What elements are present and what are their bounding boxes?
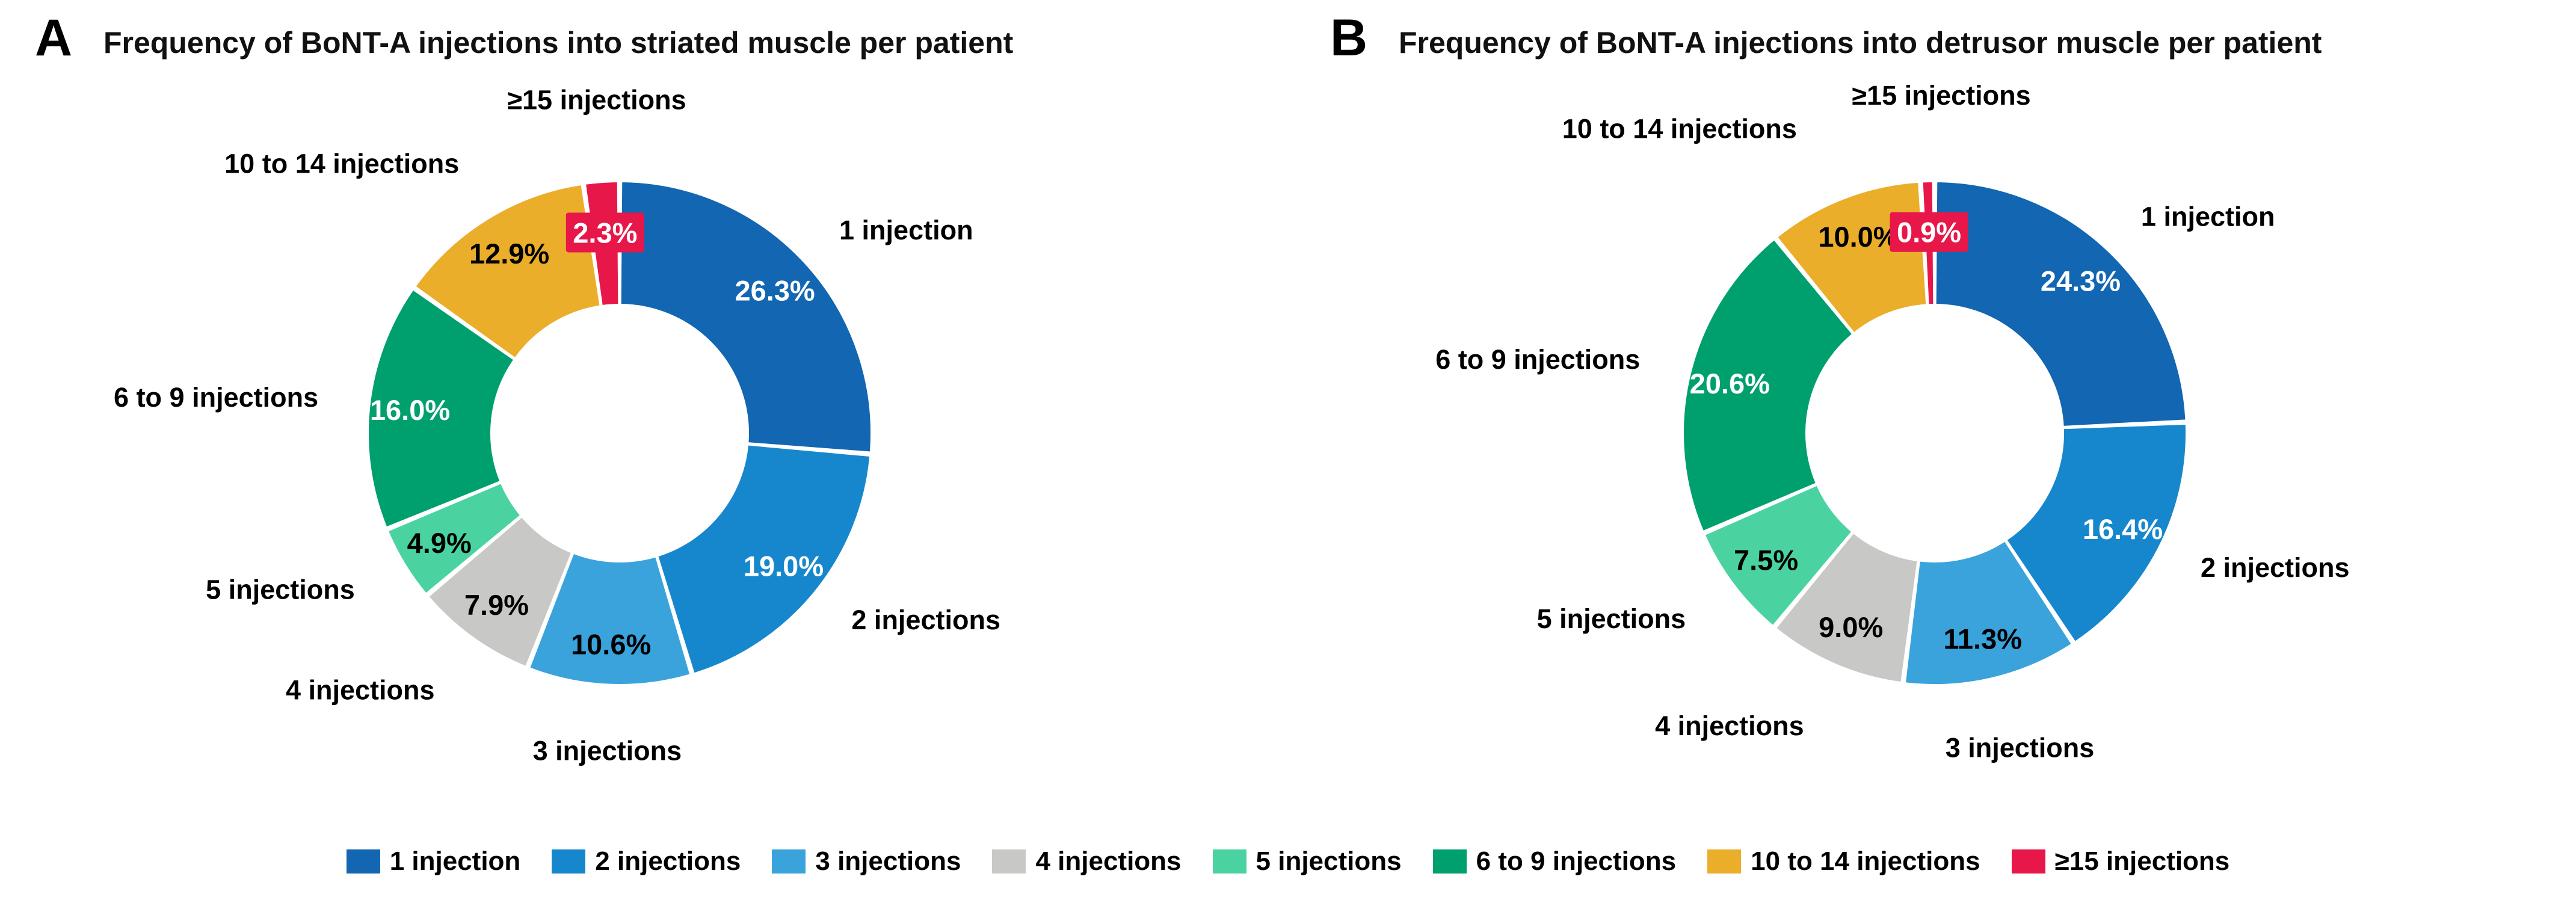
legend-swatch	[552, 849, 586, 874]
donut-slices	[1683, 181, 2187, 685]
donut-slice[interactable]	[1776, 181, 1927, 334]
donut-slice[interactable]	[528, 552, 691, 686]
slice-category-label: 1 injection	[839, 215, 973, 245]
donut-slice[interactable]	[1683, 238, 1853, 532]
slice-category-label: 10 to 14 injections	[224, 148, 459, 179]
legend-item[interactable]: ≥15 injections	[2011, 846, 2230, 876]
donut-slice[interactable]	[368, 289, 515, 528]
donut-slice[interactable]	[1704, 484, 1853, 627]
slice-value-label: 4.9%	[407, 527, 472, 559]
legend-item[interactable]: 2 injections	[552, 848, 741, 875]
legend-item[interactable]: 6 to 9 injections	[1432, 846, 1677, 876]
slice-category-label: 3 injections	[533, 736, 682, 766]
donut-slice[interactable]	[427, 516, 573, 668]
legend-swatch	[2011, 849, 2045, 874]
slice-category-label: 4 injections	[1655, 710, 1804, 741]
slice-value-label: 9.0%	[1819, 611, 1883, 643]
legend-swatch	[992, 849, 1026, 874]
panel-a-title: Frequency of BoNT-A injections into stri…	[103, 26, 1014, 60]
donut-slice[interactable]	[657, 444, 871, 674]
slice-category-label: ≥15 injections	[1852, 80, 2030, 111]
donut-slice[interactable]	[1935, 181, 2187, 427]
legend-swatch	[346, 849, 380, 874]
slice-value-label: 16.4%	[2083, 513, 2163, 545]
slice-value-label: 11.3%	[1943, 623, 2022, 655]
slice-value-label: 19.0%	[744, 550, 824, 582]
slice-value-label: 10.0%	[1818, 221, 1898, 253]
slice-category-label: 5 injections	[206, 575, 355, 605]
slice-category-label: 5 injections	[1537, 603, 1686, 634]
donut-slice[interactable]	[620, 181, 872, 453]
slice-value-label: 20.6%	[1690, 368, 1770, 399]
donut-category-labels: 1 injection 2 injections 3 injections 4 inj…	[1435, 80, 2349, 763]
slice-value-label: 26.3%	[735, 275, 815, 307]
slice-value-label: 10.6%	[571, 628, 651, 660]
slice-category-label: 2 injections	[851, 605, 1000, 635]
slice-category-label: 6 to 9 injections	[114, 382, 318, 413]
slice-value-label: 12.9%	[469, 238, 549, 270]
donut-slices	[368, 181, 872, 686]
legend-item[interactable]: 1 injection	[346, 846, 521, 876]
legend-label: 5 injections	[1256, 846, 1402, 876]
legend-label: 6 to 9 injections	[1476, 846, 1677, 876]
legend-item[interactable]: 5 injections	[1212, 846, 1402, 876]
legend-item[interactable]: 10 to 14 injections	[1707, 848, 1980, 875]
donut-a-svg: 26.3%19.0%10.6%7.9%4.9%16.0%12.9%2.3%1 i…	[114, 84, 1000, 766]
value-badge-background	[1890, 212, 1968, 252]
panel-a-letter: A	[35, 9, 72, 67]
donut-slice[interactable]	[387, 482, 522, 595]
slice-category-label: 3 injections	[1946, 733, 2095, 763]
slice-category-label: 6 to 9 injections	[1435, 344, 1640, 375]
panel-a: A Frequency of BoNT-A injections into st…	[0, 0, 1288, 830]
panel-b: B Frequency of BoNT-A injections into de…	[1288, 0, 2576, 830]
legend-swatch	[1212, 849, 1246, 874]
donut-category-labels: 1 injection 2 injections 3 injections 4 inj…	[114, 84, 1000, 766]
donut-chart-a: 26.3%19.0%10.6%7.9%4.9%16.0%12.9%2.3%1 i…	[0, 78, 1288, 824]
donut-slice[interactable]	[1904, 540, 2073, 685]
slice-value-label: 2.3%	[573, 217, 637, 248]
slice-value-label: 16.0%	[370, 394, 450, 426]
legend-label: 2 injections	[595, 846, 741, 876]
legend-swatch	[1707, 849, 1742, 874]
slice-category-label: 10 to 14 injections	[1562, 113, 1797, 144]
panel-b-title: Frequency of BoNT-A injections into detr…	[1399, 26, 2322, 60]
legend-swatch	[1432, 849, 1467, 874]
slice-value-label: 0.9%	[1897, 217, 1961, 248]
donut-slice[interactable]	[1775, 532, 1918, 683]
slice-value-label: 7.5%	[1734, 544, 1798, 576]
panel-b-letter: B	[1330, 9, 1367, 67]
legend-swatch	[772, 849, 806, 874]
slice-value-label: 7.9%	[464, 589, 529, 621]
chart-legend: 1 injection 2 injections 3 injections 4 inj…	[0, 831, 2576, 892]
legend-label: 1 injection	[389, 846, 521, 876]
donut-b-svg: 24.3%16.4%11.3%9.0%7.5%20.6%10.0%0.9%1 i…	[1435, 80, 2349, 763]
legend-label: 3 injections	[815, 846, 961, 876]
value-badge-background	[565, 212, 644, 253]
legend-item[interactable]: 3 injections	[772, 848, 961, 875]
legend-label: 4 injections	[1035, 846, 1182, 876]
slice-category-label: 2 injections	[2201, 552, 2350, 583]
donut-slice[interactable]	[414, 183, 601, 359]
legend-label: ≥15 injections	[2054, 846, 2230, 876]
legend-label: 10 to 14 injections	[1751, 846, 1980, 876]
slice-value-label: 24.3%	[2041, 265, 2121, 297]
slice-category-label: 1 injection	[2141, 202, 2275, 232]
donut-value-labels: 24.3% 16.4% 11.3% 9.0% 7.5% 20.6% 10.0%0.9%	[1690, 212, 2163, 655]
donut-slice[interactable]	[2006, 423, 2187, 643]
donut-value-labels: 26.3% 19.0% 10.6% 7.9% 4.9% 16.0% 12.9% 2.3%	[370, 212, 824, 660]
slice-category-label: ≥15 injections	[507, 84, 686, 115]
donut-chart-b: 24.3%16.4%11.3%9.0%7.5%20.6%10.0%0.9%1 i…	[1288, 78, 2576, 824]
legend-item[interactable]: 4 injections	[992, 846, 1182, 876]
slice-category-label: 4 injections	[286, 674, 435, 705]
